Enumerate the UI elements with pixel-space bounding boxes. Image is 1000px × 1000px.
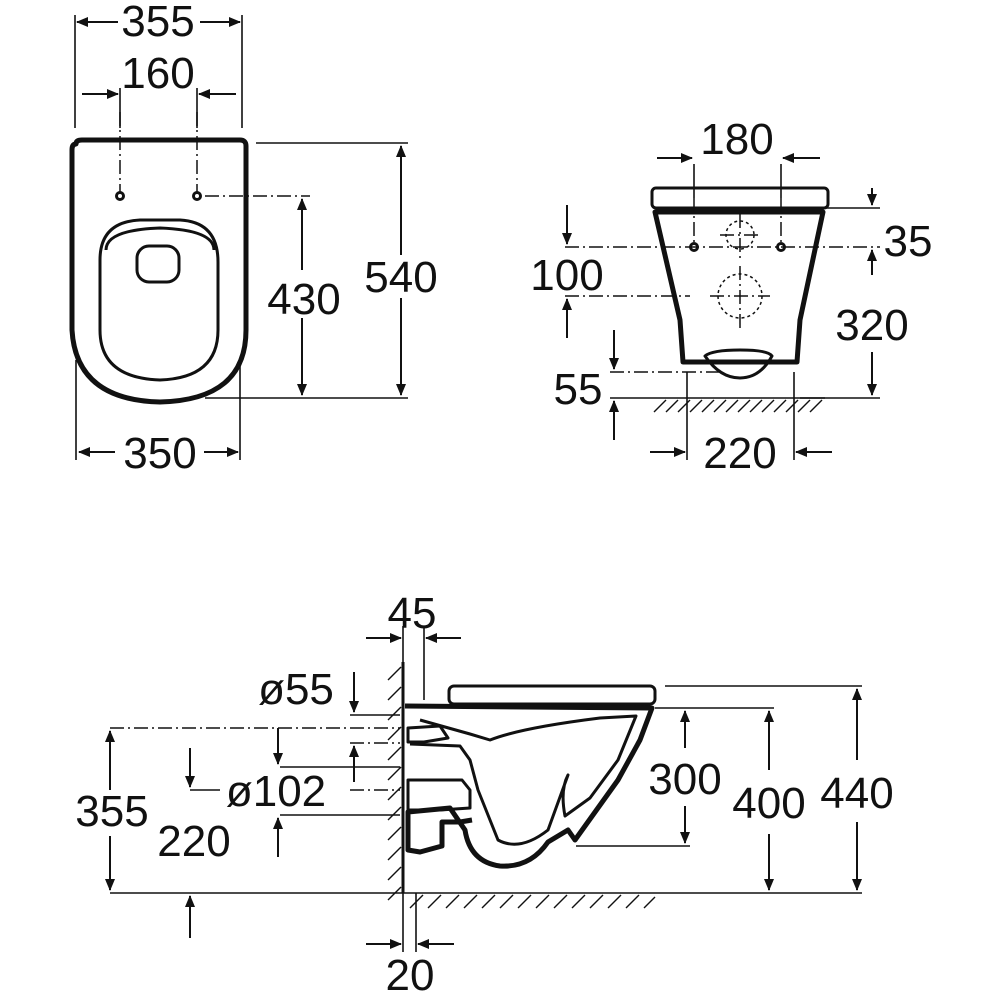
label-350: 350 — [123, 429, 196, 478]
dim-d102: ø102 — [226, 728, 326, 857]
front-view-outlet — [703, 348, 774, 380]
label-35: 35 — [884, 217, 933, 266]
label-430: 430 — [267, 275, 340, 324]
fixing-point-left — [115, 191, 125, 201]
dim-440: 440 — [820, 688, 894, 891]
dim-355-side: 355 — [75, 730, 149, 891]
dim-45: 45 — [366, 589, 461, 643]
label-100: 100 — [530, 251, 603, 300]
label-320: 320 — [835, 301, 908, 350]
dim-180: 180 — [657, 115, 820, 164]
dim-220-side: 220 — [157, 748, 231, 938]
side-view-bowl-inner — [409, 714, 638, 846]
top-view-flush-shape — [104, 226, 216, 251]
dim-350: 350 — [78, 429, 239, 478]
dim-300: 300 — [648, 710, 722, 844]
label-400: 400 — [732, 779, 805, 828]
label-540: 540 — [364, 253, 437, 302]
label-55: 55 — [554, 365, 603, 414]
side-view-seat — [447, 684, 657, 706]
top-view-bowl-opening — [98, 218, 220, 382]
front-view-seat — [650, 186, 830, 210]
dim-55: 55 — [554, 330, 619, 440]
dim-430: 430 — [267, 198, 341, 396]
front-view: 180 100 — [530, 115, 932, 478]
dim-160: 160 — [82, 49, 236, 99]
dim-540: 540 — [364, 145, 438, 396]
side-view-body — [404, 703, 655, 869]
label-d55: ø55 — [258, 665, 334, 714]
label-20: 20 — [386, 951, 435, 1000]
dim-220-front: 220 — [650, 429, 832, 478]
dim-35: 35 — [867, 188, 933, 275]
label-440: 440 — [820, 769, 893, 818]
dim-20: 20 — [366, 939, 454, 1000]
label-160: 160 — [121, 49, 194, 98]
dim-355-top: 355 — [76, 0, 241, 46]
label-220-side: 220 — [157, 817, 230, 866]
dim-d55: ø55 — [258, 665, 359, 782]
label-180: 180 — [700, 115, 773, 164]
dim-400: 400 — [732, 710, 806, 891]
side-view-outlet — [406, 778, 472, 812]
side-floor-hatch — [409, 894, 656, 909]
front-floor-hatch — [653, 399, 823, 413]
label-355-side: 355 — [75, 787, 148, 836]
top-view: 355 160 540 430 — [69, 0, 438, 478]
front-view-body — [652, 209, 826, 365]
side-view-inlet — [406, 724, 450, 744]
side-wall-hatch — [387, 666, 402, 901]
top-view-outline — [69, 137, 249, 405]
dim-320: 320 — [835, 301, 909, 396]
label-220-front: 220 — [703, 429, 776, 478]
label-45: 45 — [388, 589, 437, 638]
side-view: 45 ø55 ø102 355 220 — [75, 589, 893, 1000]
fixing-point-right — [192, 191, 202, 201]
dim-100: 100 — [530, 205, 604, 338]
label-300: 300 — [648, 755, 721, 804]
top-view-outlet — [135, 244, 181, 284]
label-355: 355 — [121, 0, 194, 46]
label-d102: ø102 — [226, 767, 326, 816]
